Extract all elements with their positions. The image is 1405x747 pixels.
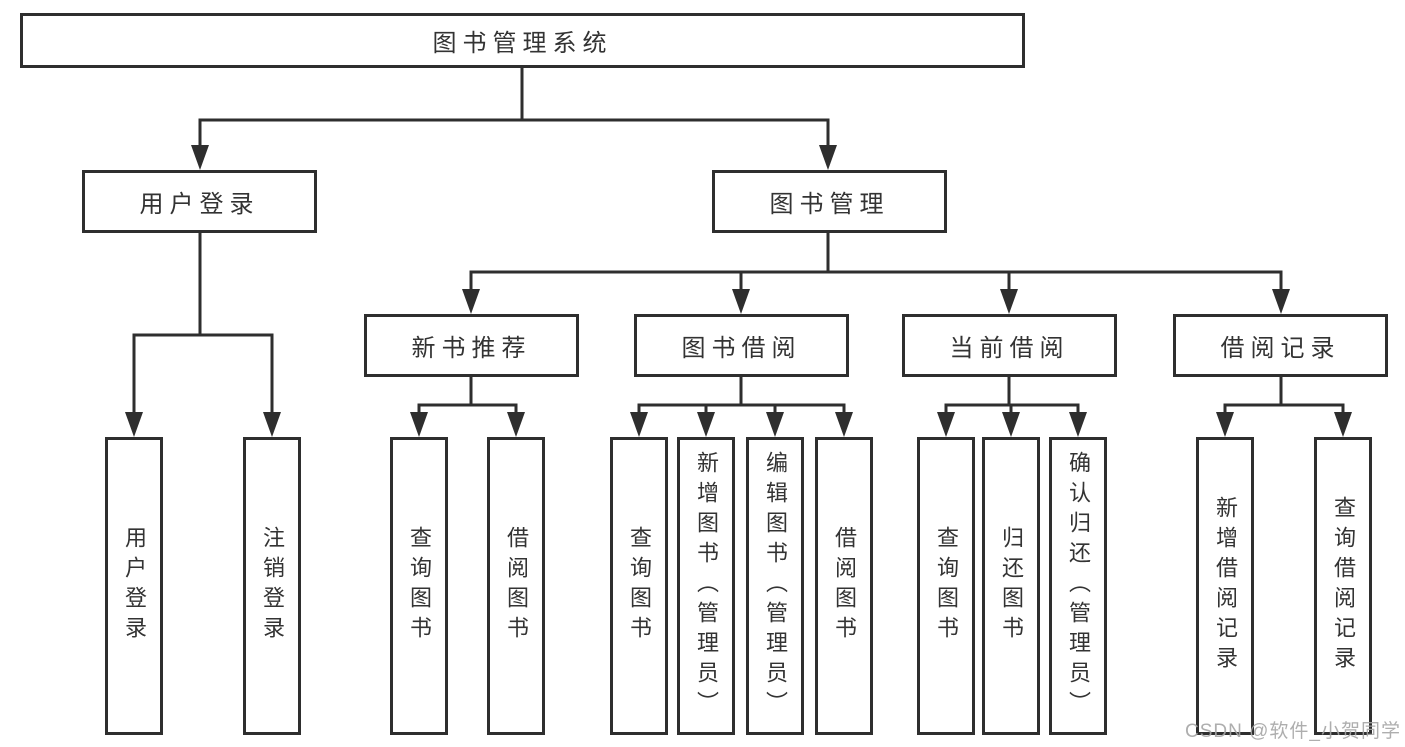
leaf-query-borrow-record: 查询借阅记录 (1314, 437, 1372, 735)
node-user-login: 用户登录 (82, 170, 317, 233)
arrowheads-user-login-children (125, 412, 281, 437)
leaf-add-borrow-record: 新增借阅记录 (1196, 437, 1254, 735)
leaf-borrow-books-1-label: 借阅图书 (504, 526, 529, 646)
leaf-add-borrow-record-label: 新增借阅记录 (1213, 496, 1238, 676)
node-new-book-recommend-label: 新书推荐 (411, 335, 532, 362)
connector-book-mgmt-to-level3 (469, 233, 1283, 290)
node-current-borrow: 当前借阅 (902, 314, 1117, 377)
leaf-query-books-3-label: 查询图书 (934, 526, 959, 646)
node-root: 图书管理系统 (20, 13, 1025, 68)
node-borrow-records: 借阅记录 (1173, 314, 1388, 377)
leaf-confirm-return-admin-label: 确认归还（管理员） (1066, 451, 1091, 721)
leaf-query-books-1-label: 查询图书 (407, 526, 432, 646)
node-root-label: 图书管理系统 (432, 30, 613, 57)
leaf-logout-label: 注销登录 (260, 526, 285, 646)
node-user-login-label: 用户登录 (139, 191, 260, 218)
leaf-user-login-label: 用户登录 (122, 526, 147, 646)
connector-root-to-level2 (198, 68, 830, 146)
leaf-edit-books-admin: 编辑图书（管理员） (746, 437, 804, 735)
node-book-management-label: 图书管理 (769, 191, 890, 218)
arrowheads-level3 (462, 289, 1290, 314)
leaf-borrow-books-1: 借阅图书 (487, 437, 545, 735)
connector-leaf-splits (417, 377, 1345, 414)
leaf-edit-books-admin-label: 编辑图书（管理员） (763, 451, 788, 721)
leaf-query-books-2-label: 查询图书 (627, 526, 652, 646)
node-book-borrow: 图书借阅 (634, 314, 849, 377)
arrowheads-level2 (191, 145, 837, 170)
connector-user-login-split (132, 233, 274, 413)
leaf-user-login: 用户登录 (105, 437, 163, 735)
arrowheads-leaves (410, 412, 1352, 437)
leaf-add-books-admin-label: 新增图书（管理员） (694, 451, 719, 721)
csdn-watermark: CSDN @软件_小贺同学 (1185, 721, 1401, 742)
node-book-borrow-label: 图书借阅 (681, 335, 802, 362)
node-book-management: 图书管理 (712, 170, 947, 233)
leaf-logout: 注销登录 (243, 437, 301, 735)
leaf-query-books-1: 查询图书 (390, 437, 448, 735)
leaf-query-books-3: 查询图书 (917, 437, 975, 735)
leaf-query-borrow-record-label: 查询借阅记录 (1331, 496, 1356, 676)
node-borrow-records-label: 借阅记录 (1220, 335, 1341, 362)
leaf-borrow-books-2: 借阅图书 (815, 437, 873, 735)
leaf-confirm-return-admin: 确认归还（管理员） (1049, 437, 1107, 735)
leaf-return-books-label: 归还图书 (999, 526, 1024, 646)
leaf-query-books-2: 查询图书 (610, 437, 668, 735)
leaf-return-books: 归还图书 (982, 437, 1040, 735)
leaf-add-books-admin: 新增图书（管理员） (677, 437, 735, 735)
node-new-book-recommend: 新书推荐 (364, 314, 579, 377)
leaf-borrow-books-2-label: 借阅图书 (832, 526, 857, 646)
node-current-borrow-label: 当前借阅 (949, 335, 1070, 362)
